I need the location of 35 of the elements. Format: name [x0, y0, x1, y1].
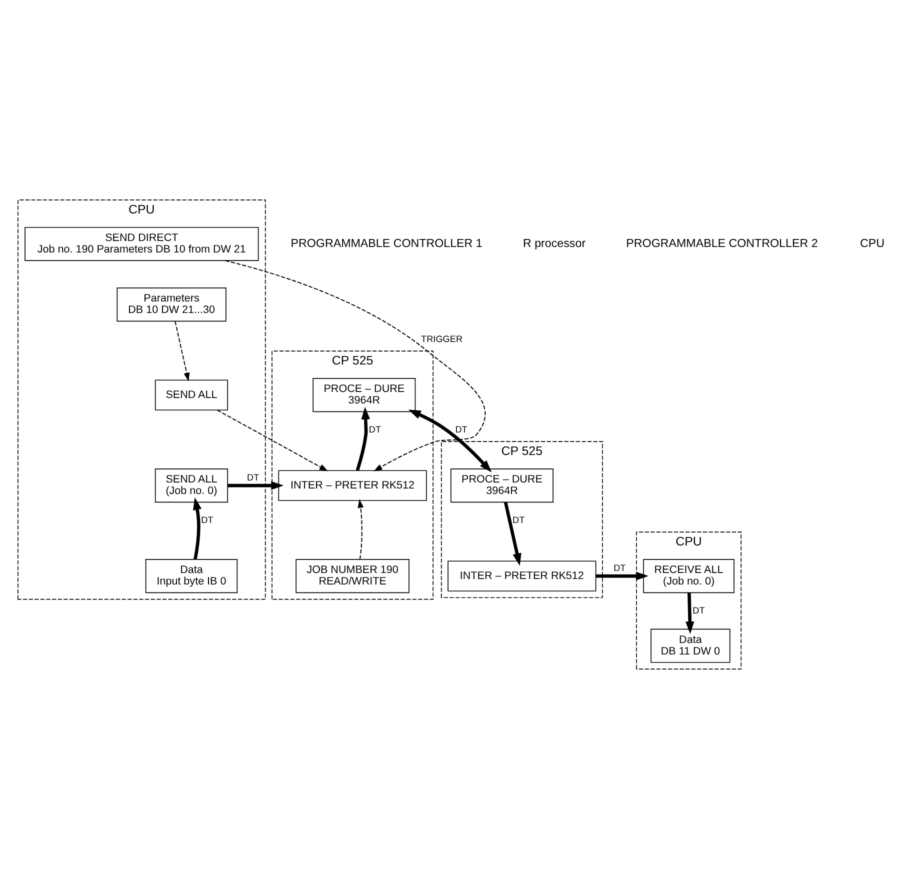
- arrow: [193, 497, 202, 560]
- label: PROGRAMMABLE CONTROLLER 2: [626, 237, 818, 250]
- node-box: SEND DIRECT Job no. 190 Parameters DB 10 from DW 21: [24, 226, 259, 261]
- edge-label: DT: [201, 514, 214, 525]
- arrow: [504, 502, 522, 566]
- edge-label: DT: [692, 605, 705, 616]
- arrow: [358, 499, 364, 560]
- arrow: [174, 320, 190, 382]
- edge-label: DT: [455, 424, 468, 434]
- arrow: [686, 592, 694, 634]
- node-box: RECEIVE ALL (Job no. 0): [643, 559, 734, 594]
- label: R processor: [522, 237, 586, 250]
- label: CPU: [860, 237, 885, 250]
- arrow: [228, 481, 284, 490]
- node-box: SEND ALL (Job no. 0): [154, 468, 228, 503]
- node-box: PROCE – DURE 3964R: [312, 378, 416, 412]
- arrow: [596, 572, 648, 580]
- edge-label: DT: [614, 562, 626, 573]
- node-box: INTER – PRETER RK512: [278, 470, 427, 501]
- arrow: [224, 260, 486, 472]
- label: PROGRAMMABLE CONTROLLER 1: [290, 237, 482, 250]
- node-box: JOB NUMBER 190 READ/WRITE: [296, 559, 410, 594]
- node-box: INTER – PRETER RK512: [448, 560, 596, 592]
- edge-label: DT: [247, 472, 260, 482]
- edge-label: DT: [368, 424, 382, 434]
- node-box: SEND ALL: [154, 380, 228, 410]
- node-box: Parameters DB 10 DW 21...30: [116, 288, 226, 322]
- arrow: [408, 410, 492, 472]
- node-box: Data DB 11 DW 0: [650, 628, 730, 663]
- arrow: [216, 410, 328, 472]
- node-box: PROCE – DURE 3964R: [450, 468, 554, 503]
- edge-label: TRIGGER: [421, 334, 463, 344]
- edge-label: DT: [512, 514, 525, 525]
- arrow: [356, 406, 370, 472]
- node-box: Data Input byte IB 0: [145, 559, 238, 594]
